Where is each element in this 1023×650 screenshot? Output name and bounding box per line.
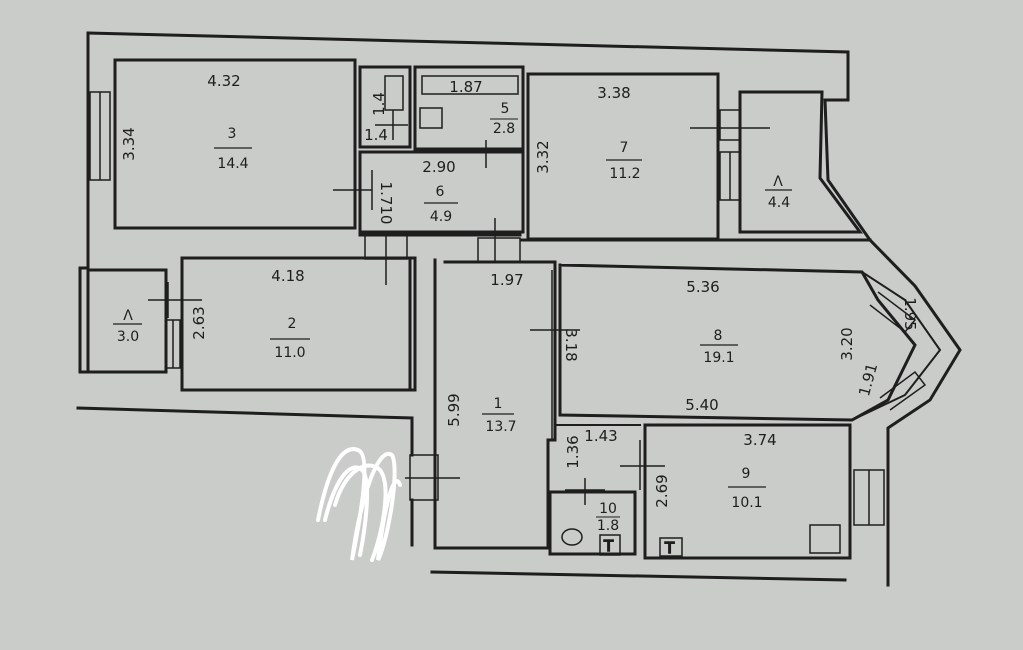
dim-bay-lower: 1.91 [855, 361, 881, 398]
dim-r2-height: 2.63 [190, 306, 208, 339]
windows-and-doors [89, 75, 927, 526]
room-area-2: 11.0 [274, 345, 305, 361]
balcony-right-area: 4.4 [768, 195, 790, 211]
dim-r5-width: 1.87 [449, 78, 482, 96]
room-number-6: 6 [436, 184, 445, 200]
balcony-right-outline [738, 90, 863, 234]
redaction-scribble [316, 447, 402, 562]
balcony-left-symbol: Λ [123, 308, 133, 324]
room-area-8: 19.1 [703, 350, 734, 366]
door-room-7 [719, 109, 741, 141]
dim-hall-height: 5.99 [445, 393, 463, 426]
room-number-10: 10 [599, 501, 617, 517]
stove-fixture [809, 524, 841, 554]
room-6-outline [358, 150, 525, 234]
sink-symbol-10: T [603, 537, 614, 555]
dim-r8-width-bottom: 5.40 [685, 396, 718, 414]
room-10-outline [548, 490, 637, 556]
dim-r10-width: 1.43 [584, 427, 617, 445]
room-area-6: 4.9 [430, 209, 452, 225]
window-bay-upper [869, 291, 917, 334]
sink-fixture-10 [599, 534, 621, 556]
dim-r9-width: 3.74 [743, 431, 776, 449]
dim-r4-b: 1.4 [364, 126, 388, 144]
room-number-3: 3 [228, 126, 237, 142]
dim-r2-width: 4.18 [271, 267, 304, 285]
bay-inner [850, 270, 942, 422]
room-area-10: 1.8 [597, 518, 619, 534]
dimension-labels: 4.32 3.34 1.4 1.4 1.87 2.90 1.710 3.38 3… [120, 72, 919, 508]
room-area-5: 2.8 [493, 121, 515, 137]
dim-r8-inner: 3.18 [562, 328, 580, 361]
room-2-outline [180, 256, 417, 392]
room-area-7: 11.2 [609, 166, 640, 182]
window-bay-lower [879, 370, 927, 411]
sink-fixture-9 [659, 537, 683, 557]
dim-r4-a: 1.4 [370, 92, 388, 116]
dim-r3-width: 4.32 [207, 72, 240, 90]
wall-left-lower [76, 406, 414, 420]
dim-r8-height: 3.20 [838, 327, 856, 360]
dim-r9-height: 2.69 [653, 474, 671, 507]
washbasin-fixture [419, 107, 443, 129]
room-number-8: 8 [714, 328, 723, 344]
room-number-9: 9 [742, 466, 751, 482]
hall-1-outline [433, 258, 557, 550]
sink-symbol-9: T [664, 539, 675, 557]
dim-r6-width: 2.90 [422, 158, 455, 176]
bathtub-fixture [384, 75, 404, 111]
dim-hall-width: 1.97 [490, 271, 523, 289]
wall-bottom [430, 570, 847, 582]
dim-r7-width: 3.38 [597, 84, 630, 102]
room-labels: 3 14.4 2 11.0 5 2.8 6 4.9 7 11.2 1 13.7 … [113, 101, 792, 534]
room-area-3: 14.4 [217, 156, 248, 172]
balcony-left-area: 3.0 [117, 329, 139, 345]
room-number-2: 2 [288, 316, 297, 332]
room-4-outline [358, 65, 412, 149]
room-number-1: 1 [494, 396, 503, 412]
room-number-7: 7 [620, 140, 629, 156]
dim-r10-height: 1.36 [564, 435, 582, 468]
door-hall-top [477, 237, 521, 263]
window-room-5 [421, 75, 519, 95]
room-5-outline [413, 65, 525, 151]
room-number-5: 5 [501, 101, 510, 117]
room-area-1: 13.7 [485, 419, 516, 435]
toilet-fixture [561, 528, 583, 546]
room-3-outline [113, 58, 357, 230]
dim-r8-width-top: 5.36 [686, 278, 719, 296]
dim-r7-height: 3.32 [534, 140, 552, 173]
dim-bay-upper: 1.95 [901, 297, 919, 330]
dim-r6-height: 1.710 [377, 182, 395, 225]
balcony-right-symbol: Λ [773, 174, 783, 190]
room-9-outline [643, 423, 852, 560]
fixtures: T T [384, 75, 841, 558]
room-area-9: 10.1 [731, 495, 762, 511]
walls [76, 31, 962, 587]
dim-r3-height: 3.34 [120, 127, 138, 160]
room-8-outline [558, 263, 917, 422]
